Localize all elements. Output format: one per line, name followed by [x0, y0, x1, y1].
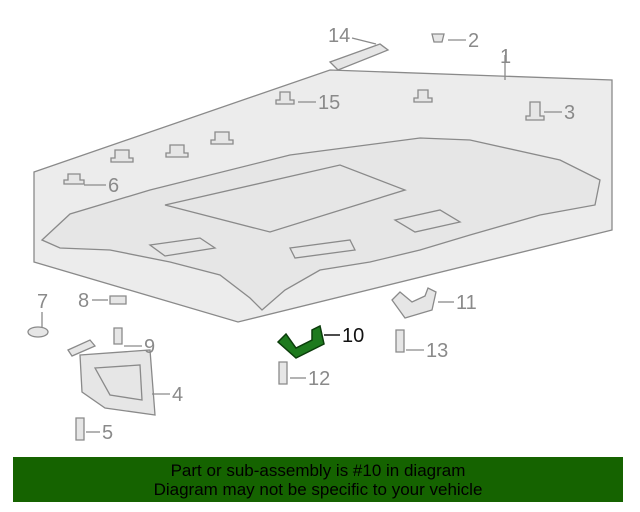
- callout-13: 13: [426, 340, 448, 362]
- part-info-banner: Part or sub-assembly is #10 in diagram D…: [13, 457, 623, 502]
- banner-disclaimer-line: Diagram may not be specific to your vehi…: [153, 480, 483, 499]
- callout-11: 11: [456, 292, 477, 314]
- headliner-part-1[interactable]: [40, 137, 601, 311]
- grab-handle-part-11[interactable]: [391, 287, 437, 319]
- banner-part-line: Part or sub-assembly is #10 in diagram: [170, 461, 466, 480]
- callout-2: 2: [468, 30, 479, 52]
- callout-9: 9: [144, 336, 155, 358]
- sun-visor-part-4[interactable]: [79, 349, 156, 416]
- grab-handle-part-10[interactable]: [276, 324, 325, 359]
- clip-icons: [27, 33, 545, 441]
- callout-3: 3: [564, 102, 575, 124]
- callout-labels: 1 2 3 4 5 6 7 8 9 10 11 12 13 14 15: [37, 25, 575, 444]
- callout-14: 14: [328, 25, 350, 47]
- callout-8: 8: [78, 290, 89, 312]
- callout-7: 7: [37, 291, 48, 313]
- callout-6: 6: [108, 175, 119, 197]
- callout-5: 5: [102, 422, 113, 444]
- sunroof-opening: [164, 164, 407, 233]
- callout-1: 1: [500, 46, 511, 68]
- callout-12: 12: [308, 368, 330, 390]
- callout-15: 15: [318, 92, 340, 114]
- callout-10[interactable]: 10: [342, 325, 364, 347]
- callout-4: 4: [172, 384, 183, 406]
